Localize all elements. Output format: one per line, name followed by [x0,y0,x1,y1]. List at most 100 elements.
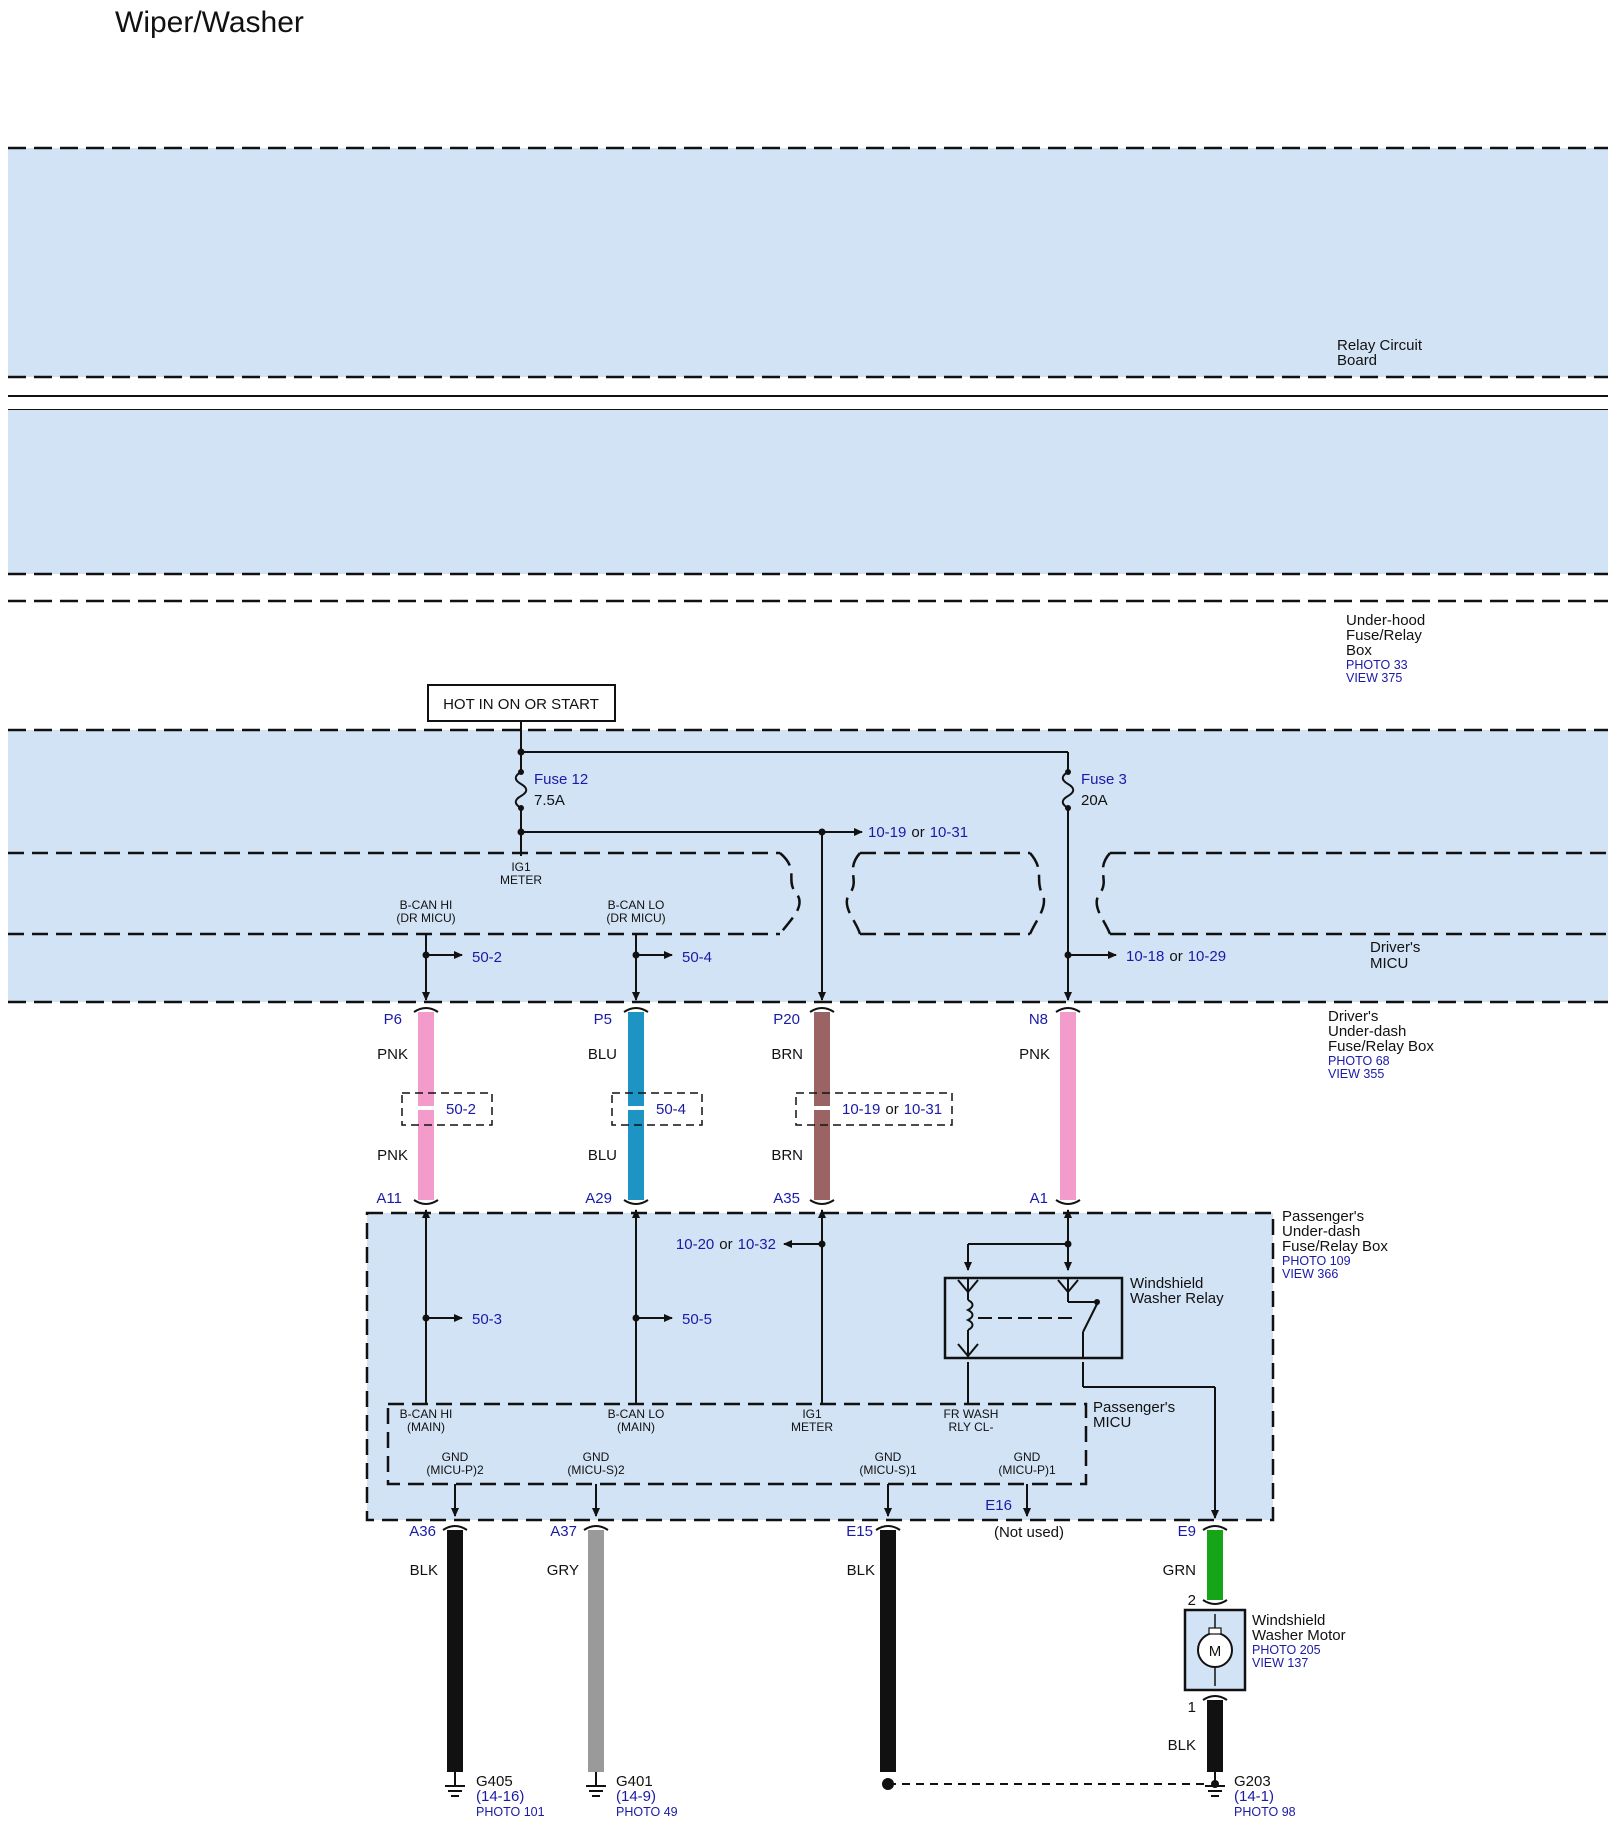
splice-ref-2[interactable]: 50-4 [656,1101,686,1118]
term-gnd-p1-l1: GND [1014,1450,1041,1464]
term-ig1-meter-p-l2: METER [791,1420,833,1434]
drivers-micu-l2: MICU [1370,955,1408,972]
relay-circuit-board-l1: Relay Circuit [1337,337,1423,354]
drivers-micu-lines [422,934,1117,1001]
splice-marks [418,1106,830,1110]
conn-N8: N8 [1029,1011,1048,1028]
relay-circuit-board-l2: Board [1337,352,1377,369]
ground-junction [1211,1780,1219,1788]
passengers-underdash-photo[interactable]: PHOTO 109 [1282,1254,1351,1268]
fuse-12-rating: 7.5A [534,792,565,809]
wire-color-w3-bot: BRN [771,1147,803,1164]
term-ig1-meter-l1: IG1 [511,860,531,874]
conn-A29: A29 [585,1190,612,1207]
wire-gry [588,1530,604,1772]
ground-junction [882,1778,894,1790]
wire-color-g4: GRN [1163,1562,1196,1579]
term-bcan-hi-main-l1: B-CAN HI [400,1407,453,1421]
page-ref-r7[interactable]: 50-5 [682,1311,712,1328]
term-bcan-lo-dr-l2: (DR MICU) [606,911,665,925]
passengers-underdash-l1: Passenger's [1282,1208,1364,1225]
splice-boxes [401,1092,953,1126]
conn-A1: A1 [1030,1190,1048,1207]
ground-g405-page[interactable]: (14-16) [476,1788,524,1805]
wire-color-g3: BLK [847,1562,875,1579]
ground-g401-page[interactable]: (14-9) [616,1788,656,1805]
term-gnd-p2-l2: (MICU-P)2 [426,1463,484,1477]
term-bcan-hi-dr-l2: (DR MICU) [396,911,455,925]
passengers-underdash-l3: Fuse/Relay Box [1282,1238,1388,1255]
washer-motor-photo[interactable]: PHOTO 205 [1252,1643,1321,1657]
page-ref-r3[interactable]: 50-2 [472,949,502,966]
term-bcan-hi-main-l2: (MAIN) [407,1420,445,1434]
page-ref-r4[interactable]: 50-4 [682,949,712,966]
ground-g203-name: G203 [1234,1773,1271,1790]
drivers-underdash-box [8,728,1608,1004]
motor-pin-1: 1 [1188,1699,1196,1716]
underhood-l1: Under-hood [1346,612,1425,629]
washer-relay-l2: Washer Relay [1130,1290,1224,1307]
underhood-view[interactable]: VIEW 375 [1346,671,1402,685]
drivers-underdash-view[interactable]: VIEW 355 [1328,1067,1384,1081]
wire-grn [1207,1530,1223,1600]
ground-g405-photo[interactable]: PHOTO 101 [476,1805,545,1819]
ground-g203-page[interactable]: (14-1) [1234,1788,1274,1805]
term-fr-wash-l2: RLY CL- [949,1420,994,1434]
drivers-underdash-l2: Under-dash [1328,1023,1406,1040]
wire-color-g2: GRY [547,1562,579,1579]
conn-P20: P20 [773,1011,800,1028]
wire-color-g5: BLK [1168,1737,1196,1754]
underhood-l3: Box [1346,642,1372,659]
fuse-3-symbol [1061,771,1075,809]
page-ref-r6[interactable]: 50-3 [472,1311,502,1328]
washer-motor-view[interactable]: VIEW 137 [1252,1656,1308,1670]
term-gnd-s1-l2: (MICU-S)1 [859,1463,917,1477]
drivers-underdash-l1: Driver's [1328,1008,1378,1025]
underhood-l2: Fuse/Relay [1346,627,1422,644]
drivers-underdash-photo[interactable]: PHOTO 68 [1328,1054,1390,1068]
term-gnd-p2-l1: GND [442,1450,469,1464]
fuse-12-name: Fuse 12 [534,771,588,788]
wire-color-w3-top: BRN [771,1046,803,1063]
conn-A37: A37 [550,1523,577,1540]
term-bcan-lo-main-l2: (MAIN) [617,1420,655,1434]
underhood-fuse-relay-box [8,410,1608,603]
washer-relay-l1: Windshield [1130,1275,1203,1292]
drivers-micu-l1: Driver's [1370,939,1420,956]
lower-connector-brackets [442,1525,1228,1701]
fuse-3-name: Fuse 3 [1081,771,1127,788]
passengers-micu-box [386,1402,1088,1486]
washer-relay-symbol [943,1276,1124,1360]
passengers-micu-l2: MICU [1093,1414,1131,1431]
hot-label-box [427,684,616,722]
wire-color-g1: BLK [410,1562,438,1579]
ground-symbols [445,1772,1225,1797]
conn-E9: E9 [1178,1523,1196,1540]
underhood-photo[interactable]: PHOTO 33 [1346,658,1408,672]
page-title: Wiper/Washer [115,6,304,39]
wire-pnk-2 [1060,1012,1076,1200]
term-ig1-meter-l2: METER [500,873,542,887]
ground-g401-photo[interactable]: PHOTO 49 [616,1805,678,1819]
wire-blk-2 [880,1530,896,1772]
hot-label: HOT IN ON OR START [443,696,599,713]
passengers-underdash-view[interactable]: VIEW 366 [1282,1267,1338,1281]
ground-g401-name: G401 [616,1773,653,1790]
relay-circuit-board-box [8,146,1608,379]
connector-brackets [413,1007,1081,1205]
ground-g203-photo[interactable]: PHOTO 98 [1234,1805,1296,1819]
splice-ref-1[interactable]: 50-2 [446,1101,476,1118]
not-used-label: (Not used) [994,1524,1064,1541]
term-gnd-s1-l1: GND [875,1450,902,1464]
drivers-underdash-l3: Fuse/Relay Box [1328,1038,1434,1055]
wire-color-w2-top: BLU [588,1046,617,1063]
ground-g405-name: G405 [476,1773,513,1790]
washer-motor-l1: Windshield [1252,1612,1325,1629]
